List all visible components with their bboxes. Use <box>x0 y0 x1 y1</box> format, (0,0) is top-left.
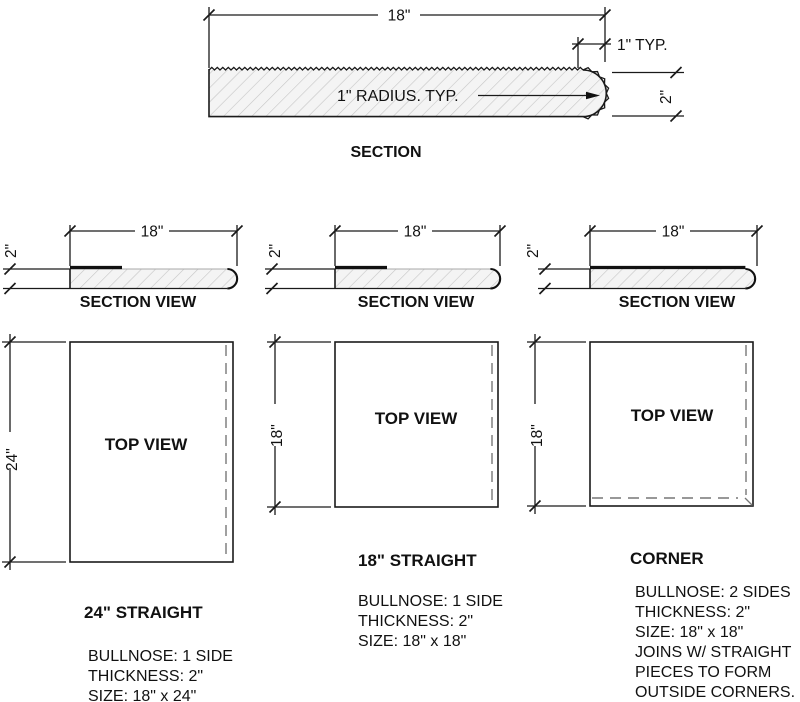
piece-heading: 24" STRAIGHT <box>84 603 203 622</box>
dim-label-length: 24" <box>4 448 21 471</box>
length-dimension <box>527 334 586 514</box>
chiseled-bullnose-edge <box>582 66 610 120</box>
dimension-tick <box>63 224 77 238</box>
section-body-outline <box>208 69 583 118</box>
dimension-tick <box>3 335 17 349</box>
top-view-label: TOP VIEW <box>631 406 714 425</box>
top-view-corner: 18" TOP VIEW CORNER BULLNOSE: 2 SIDES TH… <box>527 334 795 701</box>
chiseled-top-edge <box>208 66 584 71</box>
section-view-label: SECTION VIEW <box>358 294 475 311</box>
length-dimension <box>267 334 331 515</box>
dim-label-length: 18" <box>529 424 546 447</box>
spec-line: THICKNESS: 2" <box>358 613 473 630</box>
section-body-hatch <box>209 70 607 117</box>
dimension-tick <box>528 335 542 349</box>
width-dimension <box>3 225 238 270</box>
dimension-tick <box>268 335 282 349</box>
width-dimension <box>265 225 501 270</box>
dimension-tick <box>538 262 552 276</box>
dim-label-18in: 18" <box>388 8 411 25</box>
strip-hatch <box>590 269 756 289</box>
top-view-24in-straight: 24" TOP VIEW 24" STRAIGHT BULLNOSE: 1 SI… <box>2 334 234 702</box>
strip-hatch <box>335 269 501 289</box>
main-section-view: 18" 1" TYP. 2" 1" RADIUS. TYP. SECTION <box>208 7 684 161</box>
piece-heading: 18" STRAIGHT <box>358 551 477 570</box>
dimension-tick <box>265 282 279 295</box>
thickness-dimension-2in <box>612 71 684 117</box>
dimension-tick <box>598 8 612 22</box>
bullnose-end <box>227 267 239 290</box>
spec-line: BULLNOSE: 2 SIDES <box>635 584 791 601</box>
dimension-tick <box>598 37 612 51</box>
dimension-tick <box>571 37 585 51</box>
dimension-tick <box>230 224 244 238</box>
dim-label-thickness: 2" <box>3 244 20 258</box>
section-view-label: SECTION VIEW <box>80 294 197 311</box>
spec-line: BULLNOSE: 1 SIDE <box>358 593 503 610</box>
width-dimension <box>538 225 758 270</box>
dimension-tick <box>493 224 507 238</box>
dimension-tick <box>328 224 342 238</box>
spec-line: SIZE: 18" x 18" <box>635 624 743 641</box>
hidden-line-miter <box>744 497 753 506</box>
plan-outline <box>589 341 754 507</box>
radius-note: 1" RADIUS. TYP. <box>337 88 459 105</box>
radius-arrow-head <box>586 91 600 100</box>
dim-label-length: 18" <box>269 424 286 447</box>
dimension-tick <box>268 500 282 514</box>
top-view-label: TOP VIEW <box>375 409 458 428</box>
section-view-18in-straight: 18" 2" SECTION VIEW <box>265 224 502 311</box>
section-view-label: SECTION VIEW <box>619 294 736 311</box>
dimension-tick <box>265 262 279 276</box>
bullnose-end <box>490 267 502 290</box>
spec-line: PIECES TO FORM <box>635 664 771 681</box>
spec-line: SIZE: 18" x 18" <box>358 633 466 650</box>
length-dimension <box>2 334 66 570</box>
dim-label-width: 18" <box>404 224 427 241</box>
section-view-corner: 18" 2" SECTION VIEW <box>525 224 758 311</box>
spec-line: JOINS W/ STRAIGHT <box>635 644 792 661</box>
dimension-tick <box>3 555 17 569</box>
dimension-tick <box>3 282 17 295</box>
dim-label-thickness: 2" <box>525 244 542 258</box>
dim-label-2in: 2" <box>658 90 675 104</box>
dimension-tick <box>583 224 597 238</box>
dimension-tick <box>202 8 216 22</box>
dimension-tick <box>669 66 683 79</box>
section-title: SECTION <box>350 144 421 161</box>
strip-hatch <box>70 269 238 289</box>
plan-outline <box>334 341 499 508</box>
top-view-label: TOP VIEW <box>105 435 188 454</box>
plan-outline <box>69 341 234 563</box>
top-view-18in-straight: 18" TOP VIEW 18" STRAIGHT BULLNOSE: 1 SI… <box>267 334 503 650</box>
dim-label-1in-typ: 1" TYP. <box>617 37 668 54</box>
spec-line: THICKNESS: 2" <box>635 604 750 621</box>
spec-line: OUTSIDE CORNERS. <box>635 684 795 701</box>
bullnose-end <box>745 267 757 290</box>
dim-label-width: 18" <box>141 224 164 241</box>
dimension-tick <box>3 262 17 276</box>
dimension-tick <box>669 109 683 123</box>
dimension-tick <box>528 499 542 513</box>
dimension-tick <box>750 224 764 238</box>
spec-line: THICKNESS: 2" <box>88 668 203 685</box>
spec-line: SIZE: 18" x 24" <box>88 688 196 702</box>
dim-label-thickness: 2" <box>267 244 284 258</box>
dimension-ticks <box>3 8 764 569</box>
piece-heading: CORNER <box>630 549 704 568</box>
dim-label-width: 18" <box>662 224 685 241</box>
spec-line: BULLNOSE: 1 SIDE <box>88 648 233 665</box>
dimension-tick <box>538 282 552 295</box>
section-view-24in-straight: 18" 2" SECTION VIEW <box>3 224 239 311</box>
